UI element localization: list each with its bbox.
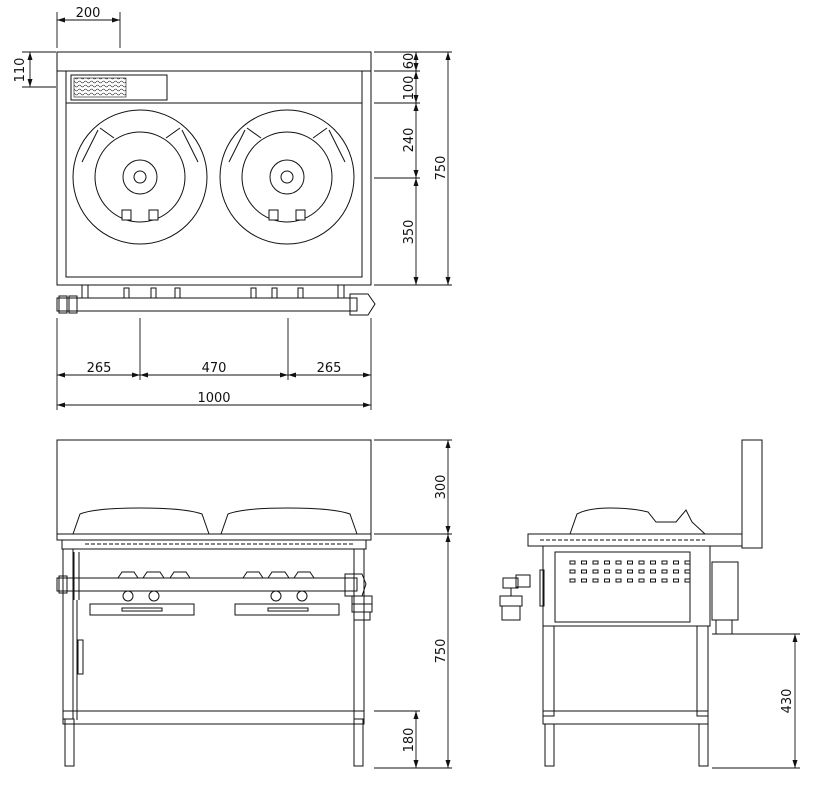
dim-top-strip: 60 — [402, 53, 417, 70]
vent-hole — [650, 560, 656, 565]
vent-hole — [661, 578, 668, 583]
leg-side-left — [542, 625, 555, 717]
vent-hole — [661, 560, 668, 565]
vent-hole — [627, 569, 633, 574]
vent-hole — [604, 578, 610, 583]
leg-side-right — [696, 625, 709, 717]
vent-holes — [569, 560, 691, 583]
vent-hole — [684, 569, 691, 574]
vent-hole — [592, 578, 599, 583]
dim-burner-spacing: 470 — [202, 361, 227, 376]
vent-hole — [627, 578, 633, 583]
side-view — [499, 439, 763, 767]
vent-hole — [627, 560, 633, 565]
vent-hole — [650, 569, 656, 574]
cooktop-rim — [56, 533, 372, 541]
wok-ring-right — [220, 507, 358, 535]
dim-total-width: 1000 — [197, 391, 230, 406]
undershelf-front — [62, 710, 365, 725]
control-plate — [70, 74, 168, 101]
dim-backsplash-height: 300 — [434, 475, 449, 500]
vent-hole — [615, 560, 622, 565]
drip-tray-right — [234, 603, 340, 616]
dim-burner-upper: 240 — [402, 128, 417, 153]
burner-right — [219, 109, 355, 245]
vent-hole — [592, 569, 599, 574]
dim-total-depth: 750 — [434, 156, 449, 181]
vent-hole — [684, 560, 691, 565]
backsplash — [56, 439, 372, 535]
dim-width-offset: 200 — [76, 6, 101, 21]
pilot-tube — [73, 552, 80, 720]
dim-burner-lower: 350 — [402, 220, 417, 245]
dim-right-margin: 265 — [317, 361, 342, 376]
vent-hole — [650, 578, 656, 583]
vent-hole — [661, 569, 668, 574]
vent-hole — [569, 569, 576, 574]
vent-hole — [673, 569, 679, 574]
vent-hole — [673, 578, 679, 583]
vent-hole — [581, 569, 587, 574]
vent-grille — [73, 77, 127, 98]
vent-hole — [615, 578, 622, 583]
vent-hole — [581, 578, 587, 583]
dim-leg-height: 430 — [780, 689, 795, 714]
gas-manifold-front — [56, 577, 358, 592]
wok-ring-left — [72, 507, 210, 535]
body-side — [542, 545, 711, 627]
vent-hole — [604, 569, 610, 574]
gas-manifold-top — [56, 285, 376, 316]
vent-hole — [638, 560, 645, 565]
drip-tray-left — [89, 603, 195, 616]
dim-back-depth: 110 — [13, 58, 28, 83]
vent-hole — [638, 578, 645, 583]
dimensions: 200 110 60 100 240 350 750 — [13, 6, 800, 769]
burner-left — [72, 109, 208, 245]
undershelf-side — [542, 710, 709, 725]
vent-hole — [569, 578, 576, 583]
top-view — [56, 51, 376, 316]
dim-panel-strip: 100 — [402, 76, 417, 101]
dim-left-margin: 265 — [87, 361, 112, 376]
top-view-outline — [56, 51, 372, 286]
vent-hole — [638, 569, 645, 574]
vent-hole — [592, 560, 599, 565]
vent-hole — [581, 560, 587, 565]
front-view — [56, 439, 373, 767]
vent-hole — [684, 578, 691, 583]
wok-ring-side — [569, 507, 706, 535]
vent-hole — [604, 560, 610, 565]
backsplash-side — [741, 439, 763, 549]
vent-hole — [569, 560, 576, 565]
leg-front-left — [62, 548, 74, 720]
vent-hole — [673, 560, 679, 565]
dim-body-height: 750 — [434, 639, 449, 664]
dim-shelf-height: 180 — [402, 728, 417, 753]
vent-hole — [615, 569, 622, 574]
